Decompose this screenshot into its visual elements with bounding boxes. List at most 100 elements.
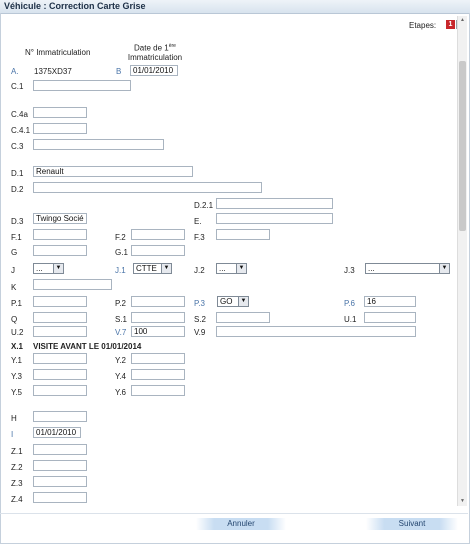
- j-select[interactable]: ... ▼: [33, 263, 64, 274]
- next-button[interactable]: Suivant: [366, 518, 458, 530]
- c3-field[interactable]: [33, 139, 164, 150]
- label-p3: P.3: [194, 299, 205, 308]
- k-field[interactable]: [33, 279, 112, 290]
- y2-field[interactable]: [131, 353, 185, 364]
- p1-field[interactable]: [33, 296, 87, 307]
- scrollbar-thumb[interactable]: [459, 61, 466, 231]
- z1-field[interactable]: [33, 444, 87, 455]
- label-d3: D.3: [11, 217, 24, 226]
- c1-field[interactable]: [33, 80, 131, 91]
- label-y2: Y.2: [115, 356, 126, 365]
- label-v7: V.7: [115, 328, 127, 337]
- e-field[interactable]: [216, 213, 333, 224]
- label-p1: P.1: [11, 299, 22, 308]
- scroll-up-icon[interactable]: ▲: [460, 17, 465, 23]
- f1-field[interactable]: [33, 229, 87, 240]
- f2-field[interactable]: [131, 229, 185, 240]
- j1-select[interactable]: CTTE▼: [133, 263, 172, 274]
- steps-label: Etapes:: [409, 21, 437, 30]
- p3-select-value: GO: [220, 297, 233, 306]
- label-y4: Y.4: [115, 372, 126, 381]
- label-u1: U.1: [344, 315, 357, 324]
- p6-power-field[interactable]: 16: [364, 296, 416, 307]
- j-select-value: ...: [36, 264, 43, 273]
- label-v9: V.9: [194, 328, 206, 337]
- d21-field[interactable]: [216, 198, 333, 209]
- label-y3: Y.3: [11, 372, 22, 381]
- scroll-down-icon[interactable]: ▼: [460, 498, 465, 504]
- u1-field[interactable]: [364, 312, 416, 323]
- j3-select-value: ...: [368, 264, 375, 273]
- vertical-scrollbar[interactable]: ▲ ▼: [457, 16, 467, 506]
- label-j1: J.1: [115, 266, 126, 275]
- date-header-line1: Date de 1: [134, 43, 169, 53]
- label-f3: F.3: [194, 233, 205, 242]
- d2-field[interactable]: [33, 182, 262, 193]
- u2-field[interactable]: [33, 326, 87, 337]
- label-g: G: [11, 248, 18, 257]
- step-1-badge[interactable]: 1: [446, 20, 455, 29]
- f3-field[interactable]: [216, 229, 270, 240]
- label-c4a: C.4a: [11, 110, 28, 119]
- i-date-field[interactable]: 01/01/2010: [33, 427, 81, 438]
- c4a-field[interactable]: [33, 107, 87, 118]
- z2-field[interactable]: [33, 460, 87, 471]
- c41-field[interactable]: [33, 123, 87, 134]
- chevron-down-icon: ▼: [53, 264, 63, 273]
- date-first-registration-field[interactable]: 01/01/2010: [130, 65, 178, 76]
- j2-select[interactable]: ... ▼: [216, 263, 247, 274]
- label-i: I: [11, 430, 14, 439]
- y1-field[interactable]: [33, 353, 87, 364]
- label-f1: F.1: [11, 233, 22, 242]
- label-y1: Y.1: [11, 356, 22, 365]
- label-j2: J.2: [194, 266, 205, 275]
- label-d1: D.1: [11, 169, 24, 178]
- immat-header: N° Immatriculation: [25, 48, 91, 57]
- g1-field[interactable]: [131, 245, 185, 256]
- footer-bar: [0, 513, 468, 544]
- j3-select[interactable]: ... ▼: [365, 263, 450, 274]
- p3-fuel-select[interactable]: GO ▼: [217, 296, 249, 307]
- label-z2: Z.2: [11, 463, 23, 472]
- date-header: Date de 1ère Immatriculation: [120, 42, 190, 62]
- y3-field[interactable]: [33, 369, 87, 380]
- label-c41: C.4.1: [11, 126, 31, 135]
- q-field[interactable]: [33, 312, 87, 323]
- label-b: B: [116, 67, 122, 76]
- h-field[interactable]: [33, 411, 87, 422]
- cancel-button[interactable]: Annuler: [196, 518, 286, 530]
- label-u2: U.2: [11, 328, 24, 337]
- chevron-down-icon: ▼: [238, 297, 248, 306]
- label-s2: S.2: [194, 315, 207, 324]
- p2-field[interactable]: [131, 296, 185, 307]
- label-h: H: [11, 414, 17, 423]
- y4-field[interactable]: [131, 369, 185, 380]
- g-field[interactable]: [33, 245, 87, 256]
- s1-field[interactable]: [131, 312, 185, 323]
- label-x1: X.1: [11, 342, 24, 351]
- label-y6: Y.6: [115, 388, 126, 397]
- label-e: E.: [194, 217, 202, 226]
- d3-model-field[interactable]: Twingo Socié: [33, 213, 87, 224]
- chevron-down-icon: ▼: [236, 264, 246, 273]
- window-title: Véhicule : Correction Carte Grise: [4, 1, 146, 11]
- label-s1: S.1: [115, 315, 128, 324]
- j1-select-value: CTTE: [136, 264, 157, 273]
- label-j3: J.3: [344, 266, 355, 275]
- y5-field[interactable]: [33, 385, 87, 396]
- label-f2: F.2: [115, 233, 126, 242]
- d1-brand-field[interactable]: Renault: [33, 166, 193, 177]
- v9-field[interactable]: [216, 326, 416, 337]
- j2-select-value: ...: [219, 264, 226, 273]
- title-bar: Véhicule : Correction Carte Grise: [0, 0, 470, 14]
- z3-field[interactable]: [33, 476, 87, 487]
- visite-text: VISITE AVANT LE 01/01/2014: [33, 342, 142, 351]
- label-c1: C.1: [11, 82, 24, 91]
- z4-field[interactable]: [33, 492, 87, 503]
- v7-co2-field[interactable]: 100: [131, 326, 185, 337]
- s2-field[interactable]: [216, 312, 270, 323]
- y6-field[interactable]: [131, 385, 185, 396]
- chevron-down-icon: ▼: [439, 264, 449, 273]
- label-q: Q: [11, 315, 18, 324]
- label-p6: P.6: [344, 299, 355, 308]
